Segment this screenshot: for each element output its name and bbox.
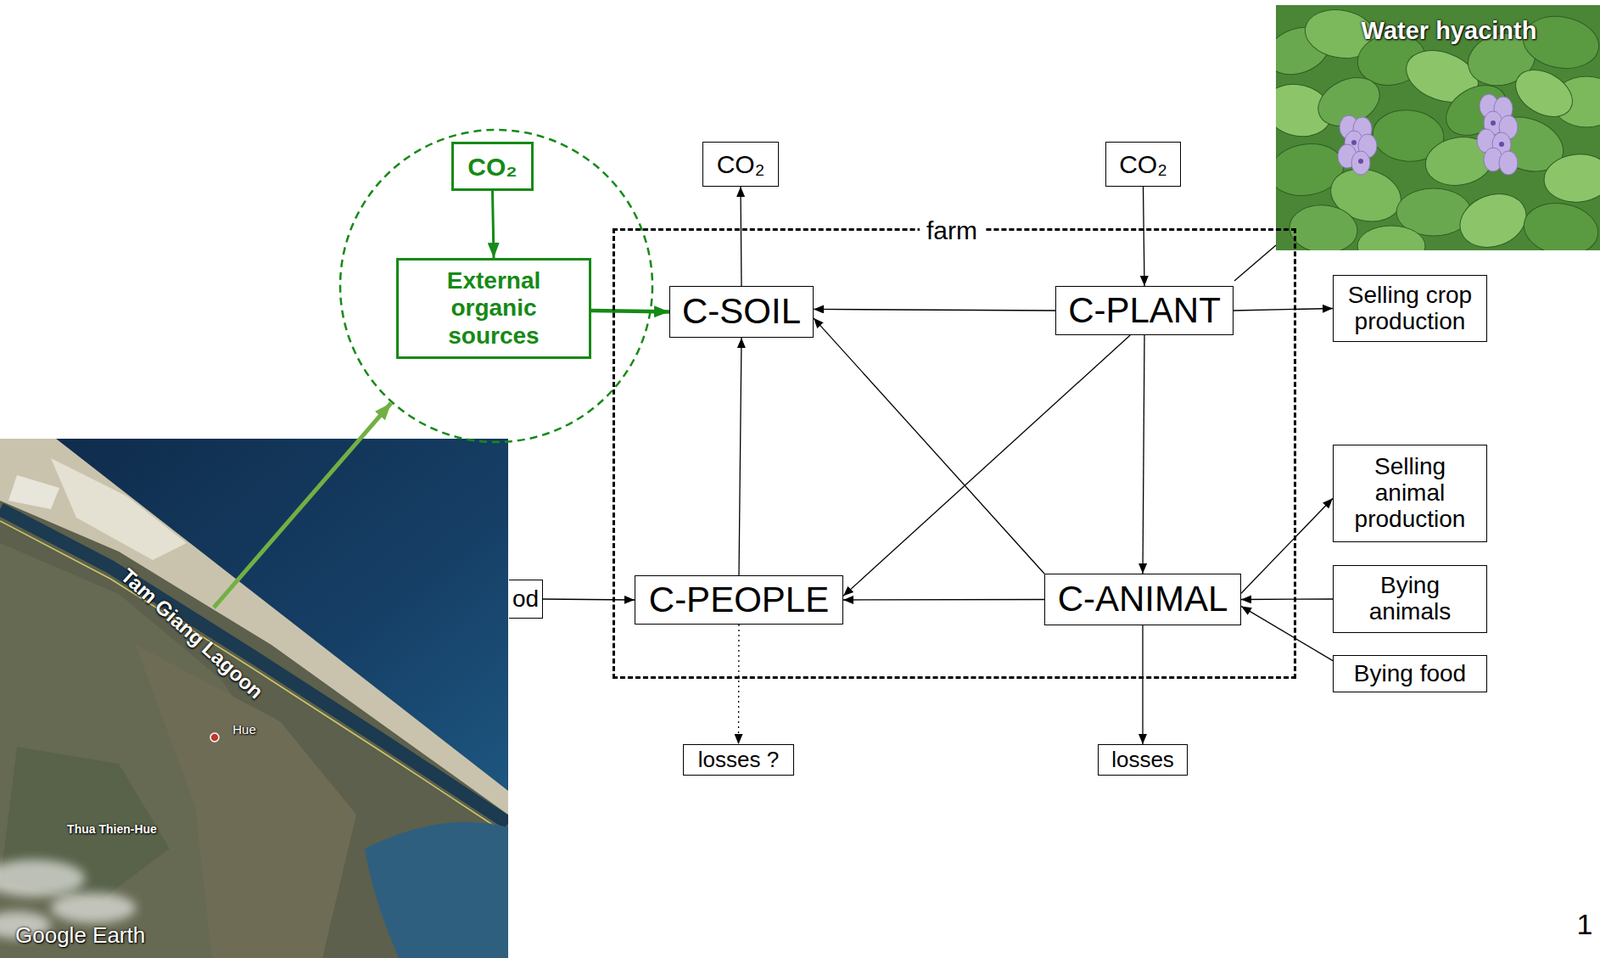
flow-arrow	[843, 598, 1045, 601]
box-label: CO₂	[1109, 150, 1177, 179]
box-label: Selling animal production	[1342, 453, 1478, 532]
flow-arrow	[1141, 625, 1143, 745]
photo-caption: Water hyacinth	[1361, 17, 1538, 45]
box-label: CO₂	[706, 150, 775, 179]
flow-arrow	[843, 335, 1131, 596]
input-box: Bying food	[1332, 654, 1488, 693]
flower-spots	[1351, 120, 1505, 164]
box-label: CO₂	[457, 152, 528, 181]
leader-line	[1234, 245, 1276, 281]
flow-arrow	[813, 308, 1056, 311]
water-hyacinth-photo	[1275, 5, 1600, 251]
flow-arrow	[1142, 335, 1145, 574]
map-sand-strip	[0, 438, 509, 815]
box-label: External organic sources	[419, 267, 569, 350]
output-box: Selling animal production	[1332, 444, 1488, 543]
satellite-map	[0, 438, 509, 958]
carbon-pool-box: C-SOIL	[669, 285, 814, 338]
flow-arrow	[1143, 186, 1146, 286]
box-label: C-PLANT	[1062, 290, 1226, 331]
external-source-box: External organic sources	[396, 257, 592, 359]
leaves	[1275, 5, 1600, 251]
box-label: Bying food	[1342, 660, 1478, 688]
box-label: C-ANIMAL	[1051, 578, 1234, 620]
hyacinth-flowers	[1337, 94, 1518, 175]
input-box: Bying animals	[1332, 565, 1488, 633]
box-label: Selling crop production	[1342, 282, 1478, 336]
co2-flux-box: CO₂	[1105, 141, 1181, 187]
map-boundary	[0, 520, 509, 835]
flow-arrow	[1241, 598, 1333, 600]
co2-flux-box: CO₂	[702, 141, 779, 187]
carbon-pool-box: C-PEOPLE	[634, 575, 844, 625]
output-box: Selling crop production	[1332, 274, 1488, 342]
zoom-circle	[340, 129, 653, 442]
box-label: C-SOIL	[676, 290, 806, 332]
map-province-label: Thua Thien-Hue	[67, 822, 157, 836]
box-label: losses	[1102, 747, 1184, 773]
flow-arrow	[813, 318, 1045, 574]
map-credit: Google Earth	[15, 923, 146, 948]
flow-arrow	[1241, 605, 1333, 661]
map-lagoon	[364, 822, 509, 958]
city-dot	[210, 732, 219, 742]
map-dunes	[8, 475, 60, 510]
flow-arrow	[591, 310, 670, 313]
input-box: od	[509, 579, 543, 619]
flow-arrow	[542, 598, 635, 600]
map-lagoon	[0, 509, 509, 823]
page-number: 1	[1577, 908, 1594, 940]
carbon-pool-box: C-PLANT	[1055, 285, 1234, 336]
box-label: C-PEOPLE	[642, 579, 836, 621]
flow-arrow	[738, 624, 740, 745]
flow-arrow	[1233, 308, 1333, 312]
map-city-label: Hue	[232, 722, 257, 738]
zoom-arrow	[213, 402, 392, 608]
flow-arrow	[492, 190, 495, 258]
co2-source-box: CO₂	[451, 141, 534, 191]
region-title: farm	[919, 215, 985, 244]
loss-box: losses ?	[682, 744, 795, 776]
flow-arrow	[738, 337, 742, 576]
flow-arrow	[740, 186, 742, 286]
loss-box: losses	[1097, 744, 1188, 776]
box-label: losses ?	[687, 747, 790, 773]
carbon-pool-box: C-ANIMAL	[1044, 573, 1242, 626]
box-label: Bying animals	[1342, 572, 1478, 626]
box-label: od	[511, 586, 540, 613]
farm-boundary: farmC-SOILC-PLANTC-PEOPLEC-ANIMAL	[612, 228, 1297, 679]
flow-arrow	[1241, 497, 1333, 594]
